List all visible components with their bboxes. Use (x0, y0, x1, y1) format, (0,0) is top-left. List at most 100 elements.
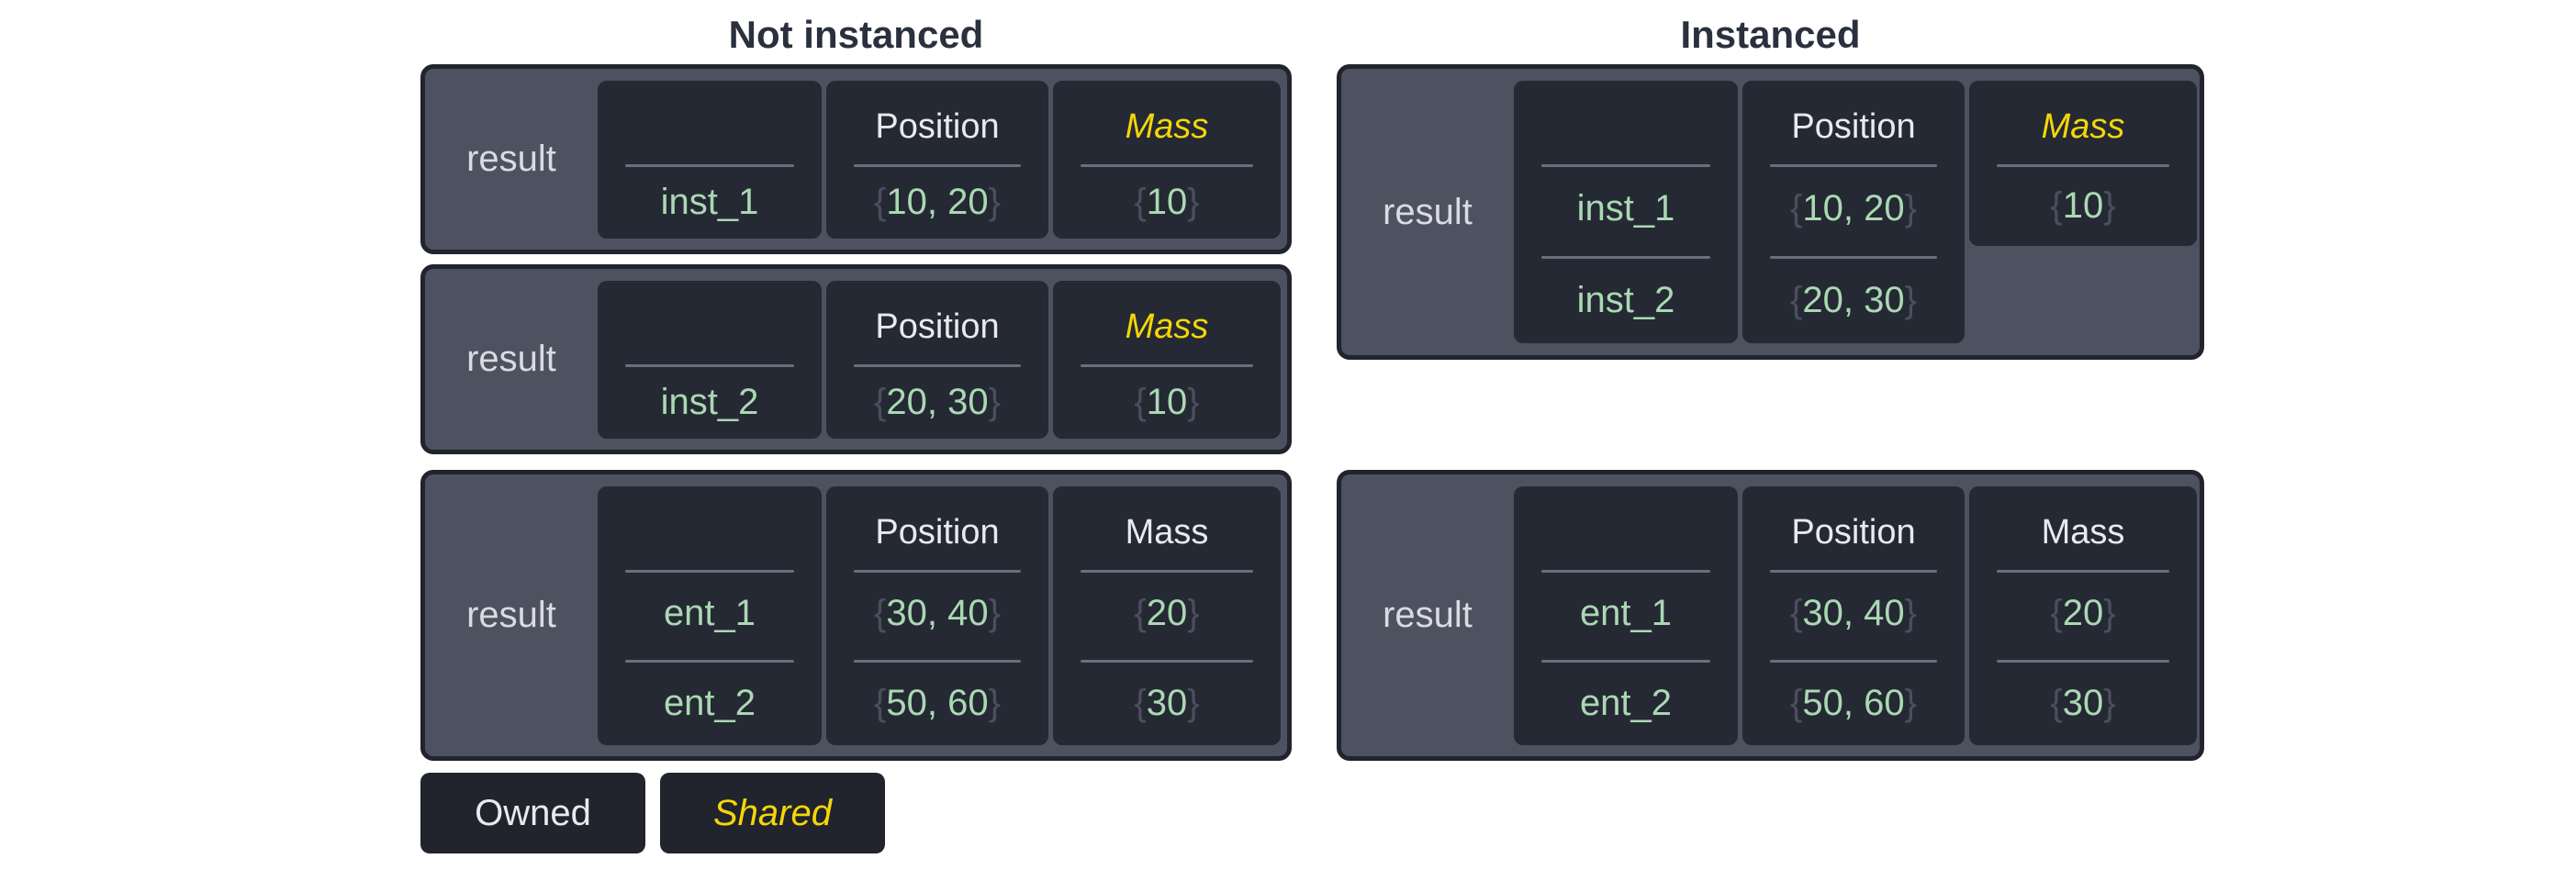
value-number: 10 (1146, 182, 1188, 222)
legend-shared-chip: Shared (660, 773, 885, 853)
cell-value: ent_2 (1579, 683, 1673, 723)
column-mass: Mass{10} (1053, 81, 1281, 239)
brace-open: { (1790, 280, 1803, 320)
divider (1997, 660, 2169, 663)
column-header (598, 499, 822, 565)
value-number: 50, 60 (1802, 683, 1905, 723)
column-header: Position (875, 307, 1000, 346)
value-number: 10, 20 (1802, 188, 1905, 229)
column-header: Position (875, 512, 1000, 552)
brace-close: } (1904, 188, 1917, 229)
divider (1770, 660, 1937, 663)
value-number: 30 (1146, 683, 1188, 723)
brace-open: { (1134, 382, 1147, 422)
brace-open: { (1790, 683, 1803, 723)
column-header: Position (1791, 106, 1916, 146)
column-mass: Mass{10} (1969, 81, 2197, 246)
brace-close: } (1187, 593, 1200, 633)
brace-close: } (988, 683, 1001, 723)
cell-value: {50, 60} (826, 667, 1048, 745)
column-position: Position{10, 20} (826, 81, 1048, 239)
cell-value: inst_2 (1576, 280, 1675, 320)
cell-value: ent_1 (663, 593, 756, 633)
value-number: 10 (2062, 185, 2104, 226)
divider (1541, 570, 1710, 573)
divider (625, 164, 794, 167)
section-title-not-instanced: Not instanced (728, 13, 984, 56)
brace-close: } (1187, 182, 1200, 222)
brace-open: { (1134, 182, 1147, 222)
result-label: result (466, 595, 556, 635)
brace-close: } (2103, 683, 2116, 723)
brace-close: } (988, 382, 1001, 422)
column-mass: Mass {10} (1053, 281, 1281, 439)
column-entities: inst_2 (598, 281, 822, 439)
cell-value: {20} (1053, 577, 1281, 655)
divider (1770, 570, 1937, 573)
brace-open: { (1790, 593, 1803, 633)
divider (854, 164, 1021, 167)
column-header (598, 294, 822, 360)
divider (1997, 570, 2169, 573)
value-number: 20 (2062, 593, 2104, 633)
divider (1081, 660, 1253, 663)
cell-value: {10} (1969, 172, 2197, 246)
divider (625, 660, 794, 663)
result-label: result (1383, 191, 1473, 232)
column-mass: Mass{20}{30} (1053, 486, 1281, 745)
divider (1081, 570, 1253, 573)
cell-value: {10, 20} (1742, 172, 1965, 251)
value-number: 30, 40 (886, 593, 989, 633)
result-label: result (466, 139, 556, 179)
column-header: Mass (1125, 307, 1209, 346)
column-header: Position (1791, 512, 1916, 552)
column-header (1514, 499, 1738, 565)
cell-value: {10} (1053, 372, 1281, 439)
column-position: Position {20, 30} (826, 281, 1048, 439)
cell-value: {50, 60} (1742, 667, 1965, 745)
value-number: 30, 40 (1802, 593, 1905, 633)
brace-close: } (988, 593, 1001, 633)
cell-value: {20} (1969, 577, 2197, 655)
value-number: 20, 30 (886, 382, 989, 422)
cell-value: {30, 40} (1742, 577, 1965, 655)
cell-value: {20, 30} (1742, 263, 1965, 343)
brace-open: { (2050, 593, 2063, 633)
column-header: Mass (2041, 512, 2125, 552)
divider (854, 570, 1021, 573)
brace-close: } (1187, 382, 1200, 422)
column-entities: inst_1 (598, 81, 822, 239)
divider (625, 570, 794, 573)
brace-close: } (2103, 593, 2116, 633)
divider (1997, 164, 2169, 167)
column-mass: Mass{20}{30} (1969, 486, 2197, 745)
divider (1081, 364, 1253, 367)
brace-close: } (1904, 593, 1917, 633)
brace-open: { (2050, 185, 2063, 226)
result-label: result (466, 339, 556, 379)
cell-value: {30} (1969, 667, 2197, 745)
legend: Owned Shared (420, 773, 1292, 853)
divider (1081, 164, 1253, 167)
column-header: Position (875, 106, 1000, 146)
brace-close: } (1187, 683, 1200, 723)
divider (1770, 256, 1937, 259)
divider (1541, 256, 1710, 259)
brace-open: { (874, 382, 887, 422)
brace-open: { (2050, 683, 2063, 723)
divider (625, 364, 794, 367)
cell-value: {30, 40} (826, 577, 1048, 655)
brace-close: } (988, 182, 1001, 222)
